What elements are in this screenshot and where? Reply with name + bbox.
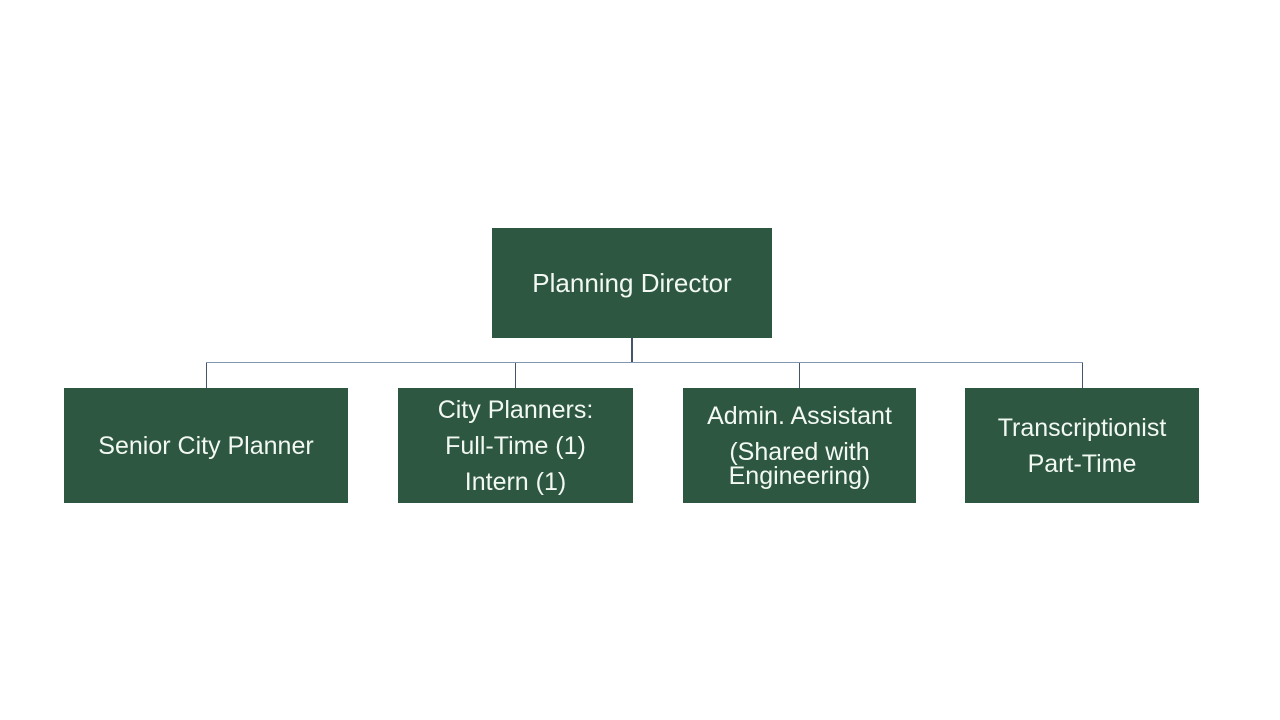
connector-stub-admin-assistant xyxy=(798,363,800,388)
org-node-admin-assistant[interactable]: Admin. Assistant (Shared with Engineering… xyxy=(683,388,916,503)
node-text-line: Full-Time (1) xyxy=(445,431,586,460)
node-text-line: Admin. Assistant xyxy=(707,401,892,430)
org-node-city-planners[interactable]: City Planners: Full-Time (1) Intern (1) xyxy=(398,388,633,503)
connector-stub-city-planners xyxy=(514,363,516,388)
org-node-senior-city-planner[interactable]: Senior City Planner xyxy=(64,388,348,503)
node-text-line: Transcriptionist xyxy=(997,413,1167,442)
node-text-line: Planning Director xyxy=(532,268,732,298)
node-text-line: Intern (1) xyxy=(464,467,567,496)
connector-horizontal-bus-line xyxy=(206,362,1083,364)
org-node-planning-director[interactable]: Planning Director xyxy=(492,228,772,338)
node-text-line: (Shared with Engineering) xyxy=(728,437,871,490)
node-text-line: City Planners: xyxy=(437,395,594,424)
connector-root-drop-line xyxy=(631,338,633,363)
node-text-line: Senior City Planner xyxy=(98,431,314,460)
connector-stub-transcriptionist xyxy=(1081,363,1083,388)
connector-stub-senior-city-planner xyxy=(205,363,207,388)
node-text-line: Part-Time xyxy=(1027,449,1137,478)
